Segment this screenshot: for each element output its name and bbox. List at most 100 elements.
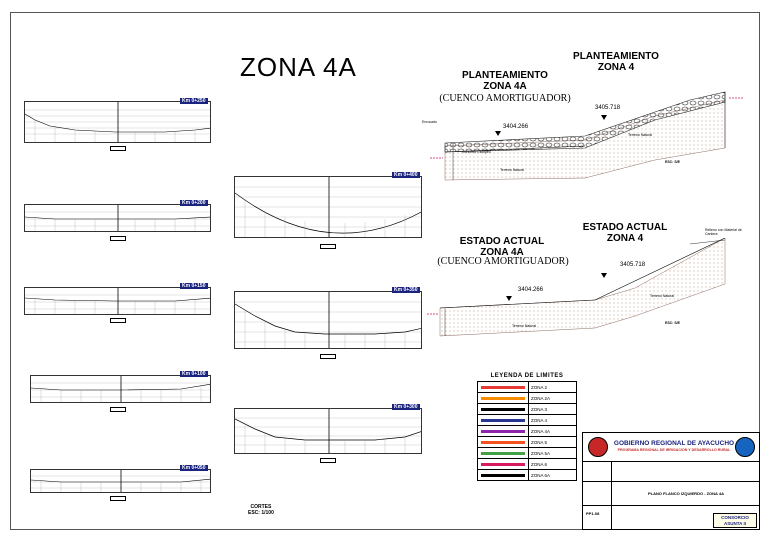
km-tag: Km 0+300 <box>392 404 420 410</box>
profile-label-box <box>320 354 336 359</box>
title-block-header: GOBIERNO REGIONAL DE AYACUCHO PROGRAMA R… <box>583 433 759 462</box>
km-tag: Km 0+350 <box>392 287 420 293</box>
annotation-concreto: Concreto Ciclopeo <box>462 150 491 154</box>
km-tag: Km 0+200 <box>180 200 208 206</box>
km-tag: Km 0+250 <box>180 98 208 104</box>
km-tag: Km 0+400 <box>392 172 420 178</box>
legend-color-line <box>481 429 525 433</box>
profile-grid <box>235 409 421 453</box>
legend-row: ZONA 6A <box>477 469 577 481</box>
legend-label: ZONA 3 <box>528 403 577 415</box>
legend-row: ZONA 5 <box>477 436 577 448</box>
legend-color-line <box>481 418 525 422</box>
profile-grid <box>25 205 210 231</box>
legend-label: ZONA 2A <box>528 392 577 404</box>
profile-grid <box>235 177 421 237</box>
legend-label: ZONA 4 <box>528 414 577 426</box>
planteamiento-4a-sub: (CUENCO AMORTIGUADOR) <box>439 93 571 104</box>
legend-title: LEYENDA DE LIMITES <box>490 373 564 379</box>
km-tag: Km 0+150 <box>180 283 208 289</box>
legend-color-line <box>481 407 525 411</box>
legend-color-line <box>481 462 525 466</box>
program-name: PROGRAMA REGIONAL DE IRRIGACION Y DESARR… <box>617 448 731 452</box>
profile-km-0-300 <box>234 408 422 454</box>
planteamiento-section <box>430 91 743 181</box>
profile-grid <box>31 376 210 402</box>
estado-4a-title: ESTADO ACTUAL ZONA 4A <box>459 236 545 258</box>
profile-km-0-250 <box>24 101 211 143</box>
legend-label: ZONA 6A <box>528 469 577 481</box>
legend-color-line <box>481 396 525 400</box>
legend-swatch <box>477 403 529 415</box>
elevation-label: 3405.718 <box>620 262 646 268</box>
estado-actual-section <box>427 238 726 337</box>
legend-color-line <box>481 440 525 444</box>
profile-km-0-150 <box>24 287 211 315</box>
annotation-terreno: Terreno Natural <box>650 294 675 298</box>
legend-row: ZONA 3 <box>477 403 577 415</box>
elevation-label: 3405.718 <box>595 105 621 111</box>
consorcio-box: CONSORCIO ASUNTA II <box>713 513 757 528</box>
planteamiento-4a-title: PLANTEAMIENTO ZONA 4A <box>462 70 548 92</box>
legend-color-line <box>481 385 525 389</box>
legend-swatch <box>477 436 529 448</box>
profile-km-0-100 <box>30 375 211 403</box>
profile-label-box <box>110 407 126 412</box>
scale-note: ESC: S/E <box>665 321 680 325</box>
profile-km-0-400 <box>234 176 422 238</box>
profile-grid <box>31 470 210 492</box>
profile-label-box <box>110 146 126 151</box>
legend-swatch <box>477 392 529 404</box>
profile-grid <box>235 292 421 348</box>
legend-row: ZONA 4A <box>477 425 577 437</box>
legend-swatch <box>477 414 529 426</box>
profile-km-0-200 <box>24 204 211 232</box>
profile-km-0-050 <box>30 469 211 493</box>
annotation-relleno: Relleno con Material de Cantera <box>705 228 742 236</box>
legend-swatch <box>477 425 529 437</box>
annotation-terreno: Terreno Natural <box>512 324 537 328</box>
legend-color-line <box>481 473 525 477</box>
profile-label-box <box>110 318 126 323</box>
plano-title: PLANO FLANCO IZQUIERDO - ZONA 4A <box>647 491 725 496</box>
km-tag: Km 0+100 <box>180 371 208 377</box>
legend-label: ZONA 4A <box>528 425 577 437</box>
legend-color-line <box>481 451 525 455</box>
scale-note: ESC: S/E <box>665 160 680 164</box>
legend-row: ZONA 2 <box>477 381 577 393</box>
km-tag: Km 0+050 <box>180 465 208 471</box>
elevation-label: 3404.266 <box>503 124 529 130</box>
profile-label-box <box>320 458 336 463</box>
organization-name: GOBIERNO REGIONAL DE AYACUCHO <box>613 440 735 447</box>
legend-row: ZONA 4 <box>477 414 577 426</box>
legend-swatch <box>477 447 529 459</box>
elevation-label: 3404.266 <box>518 287 544 293</box>
estado-4a-sub: (CUENCO AMORTIGUADOR) <box>437 256 569 267</box>
legend-swatch <box>477 458 529 470</box>
profile-label-box <box>110 236 126 241</box>
annotation-terreno: Terreno Natural <box>500 168 525 172</box>
profile-label-box <box>110 496 126 501</box>
drawing-frame <box>10 12 760 530</box>
title-block: GOBIERNO REGIONAL DE AYACUCHO PROGRAMA R… <box>582 432 760 530</box>
profile-km-0-350 <box>234 291 422 349</box>
plano-code: PP1-08 <box>586 511 600 516</box>
profile-grid <box>25 102 210 142</box>
legend-label: ZONA 6 <box>528 458 577 470</box>
divider <box>583 481 759 482</box>
legend-swatch <box>477 381 529 393</box>
legend-label: ZONA 5 <box>528 436 577 448</box>
regional-logo-icon <box>588 437 608 457</box>
legend-row: ZONA 2A <box>477 392 577 404</box>
legend-swatch <box>477 469 529 481</box>
planteamiento-4-title: PLANTEAMIENTO ZONA 4 <box>573 51 659 73</box>
profile-grid <box>25 288 210 314</box>
zona-title: ZONA 4A <box>240 52 357 82</box>
estado-4-title: ESTADO ACTUAL ZONA 4 <box>582 222 668 244</box>
annotation-terreno: Terreno Natural <box>628 133 653 137</box>
divider <box>583 505 759 506</box>
program-logo-icon <box>735 437 755 457</box>
divider <box>611 461 612 529</box>
